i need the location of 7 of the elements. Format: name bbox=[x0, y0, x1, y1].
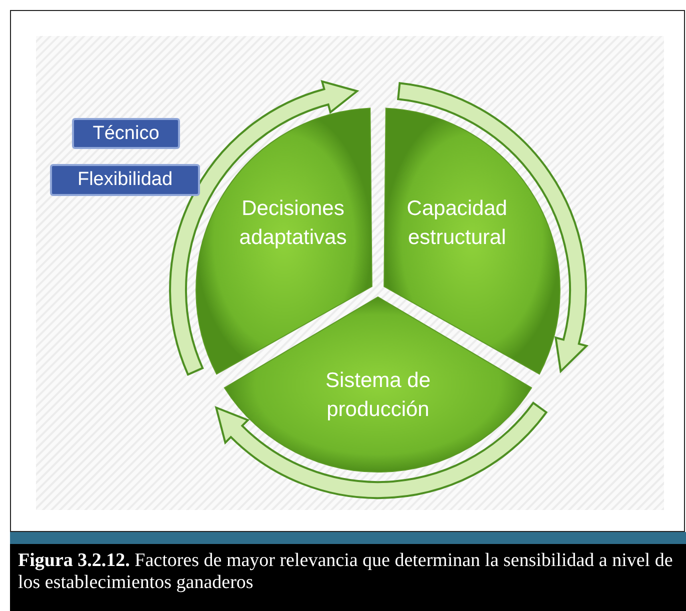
curved-arrow bbox=[169, 80, 358, 376]
label-tag: Flexibilidad bbox=[50, 164, 200, 196]
figure-caption: Figura 3.2.12. Factores de mayor relevancia que determinan la sensibilidad a nivel de los establecimientos ganaderos bbox=[10, 544, 686, 611]
label-tag: Técnico bbox=[72, 118, 180, 149]
curved-arrow bbox=[397, 82, 588, 372]
curved-arrow bbox=[215, 402, 548, 499]
sector-label: Capacidad estructural bbox=[392, 188, 522, 258]
